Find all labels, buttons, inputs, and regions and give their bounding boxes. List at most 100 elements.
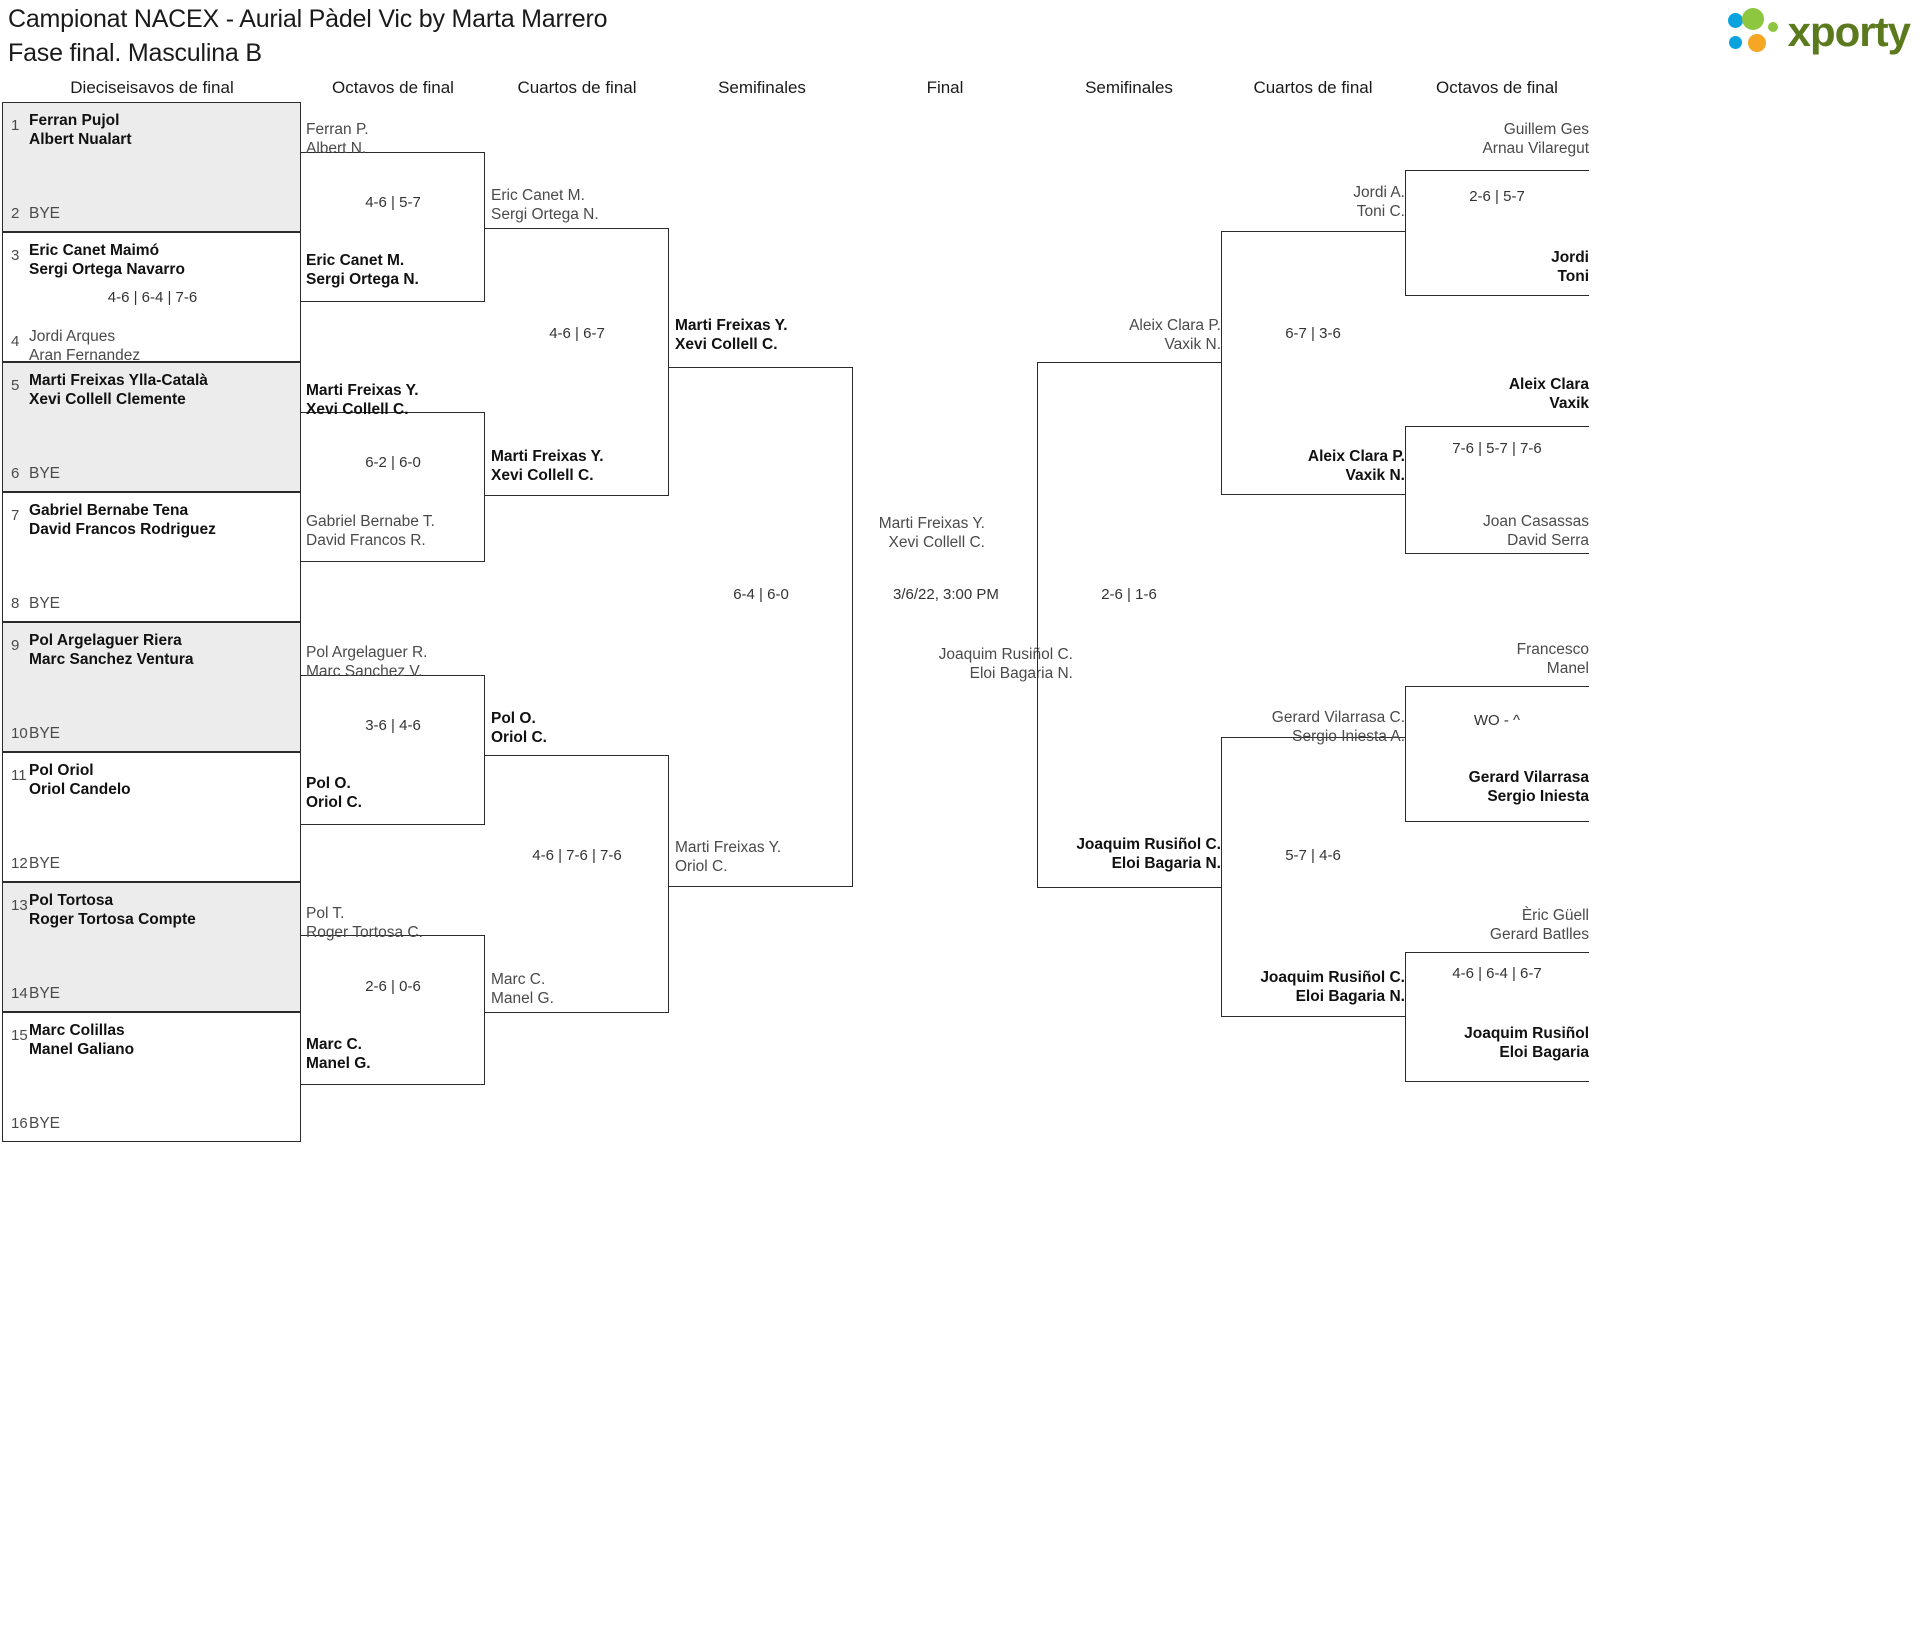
seed-number: 13: [11, 897, 28, 914]
right-cuartos-box-1[interactable]: [1221, 231, 1405, 495]
right-octavos-score-4: 4-6 | 6-4 | 6-7: [1452, 965, 1542, 982]
right-cuartos-team-3: Gerard Vilarrasa C.Sergio Iniesta A.: [1271, 709, 1405, 745]
right-octavos-score-2: 7-6 | 5-7 | 7-6: [1452, 440, 1542, 457]
seed-number: 9: [11, 637, 20, 654]
seed-number: 8: [11, 595, 20, 612]
right-cuartos-score-2: 5-7 | 4-6: [1285, 847, 1341, 864]
right-octavos-score-1: 2-6 | 5-7: [1469, 188, 1525, 205]
round-header-cuartos-right: Cuartos de final: [1253, 78, 1373, 97]
title-line-2: Fase final. Masculina B: [8, 39, 262, 67]
seed-number: 6: [11, 465, 20, 482]
right-octavos-box-4[interactable]: [1405, 952, 1589, 1082]
left-semifinales-score-1: 6-4 | 6-0: [733, 586, 789, 603]
seed-number: 11: [11, 767, 27, 784]
right-cuartos-team-2: Aleix Clara P.Vaxik N.: [1307, 448, 1405, 484]
left-cuartos-score-1: 4-6 | 6-7: [549, 325, 605, 342]
xporty-dots-icon: [1727, 8, 1782, 56]
left-cuartos-team-4: Marc C.Manel G.: [491, 971, 554, 1007]
left-octavos-box-4[interactable]: [301, 935, 485, 1085]
right-octavos-box-1[interactable]: [1405, 170, 1589, 296]
left-cuartos-box-2[interactable]: [485, 755, 669, 1013]
seed-number: 12: [11, 855, 28, 872]
left-octavos-team-8: Marc C.Manel G.: [306, 1036, 371, 1072]
round-header-cuartos-left: Cuartos de final: [517, 78, 637, 97]
left-octavos-box-2[interactable]: [301, 412, 485, 562]
right-cuartos-box-2[interactable]: [1221, 737, 1405, 1017]
title-line-1: Campionat NACEX - Aurial Pàdel Vic by Ma…: [8, 5, 608, 33]
round-header-semifinales-right: Semifinales: [1085, 78, 1173, 97]
final-team-bottom: Joaquim Rusiñol C.Eloi Bagaria N.: [938, 646, 1073, 682]
seed-number: 14: [11, 985, 28, 1002]
xporty-logo: xporty: [1727, 4, 1911, 60]
right-octavos-box-2[interactable]: [1405, 426, 1589, 554]
left-octavos-team-1: Ferran P.Albert N.: [306, 121, 369, 157]
seed-number: 16: [11, 1115, 28, 1132]
left-octavos-team-5: Pol Argelaguer R.Marc Sanchez V.: [306, 644, 428, 680]
round-header-semifinales-left: Semifinales: [718, 78, 806, 97]
left-cuartos-team-2: Marti Freixas Y.Xevi Collell C.: [491, 448, 604, 484]
left-octavos-box-1[interactable]: [301, 152, 485, 302]
round-header-octavos-left: Octavos de final: [332, 78, 454, 97]
seed-number: 1: [11, 117, 20, 134]
seed-bye-label: BYE: [29, 1115, 61, 1132]
left-octavos-team-4: Gabriel Bernabe T.David Francos R.: [306, 513, 435, 549]
left-octavos-score-2: 6-2 | 6-0: [365, 454, 421, 471]
right-semifinales-box-1[interactable]: [1037, 362, 1221, 888]
seed-bye-label: BYE: [29, 595, 61, 612]
left-octavos-score-3: 3-6 | 4-6: [365, 717, 421, 734]
seed-number: 2: [11, 205, 20, 222]
left-cuartos-score-2: 4-6 | 7-6 | 7-6: [532, 847, 622, 864]
left-semifinales-box-1[interactable]: [669, 367, 853, 887]
right-cuartos-score-1: 6-7 | 3-6: [1285, 325, 1341, 342]
left-cuartos-team-3: Pol O.Oriol C.: [491, 710, 547, 746]
right-semifinales-score-1: 2-6 | 1-6: [1101, 586, 1157, 603]
left-cuartos-box-1[interactable]: [485, 228, 669, 496]
right-semifinales-team-1: Aleix Clara P.Vaxik N.: [1129, 317, 1221, 353]
seed-number: 15: [11, 1027, 28, 1044]
seed-number: 3: [11, 247, 20, 264]
seed-number: 4: [11, 333, 20, 350]
seed-bye-label: BYE: [29, 725, 61, 742]
left-octavos-team-6: Pol O.Oriol C.: [306, 775, 362, 811]
right-octavos-box-3[interactable]: [1405, 686, 1589, 822]
left-cuartos-team-1: Eric Canet M.Sergi Ortega N.: [491, 187, 599, 223]
seed-bye-label: BYE: [29, 465, 61, 482]
left-octavos-box-3[interactable]: [301, 675, 485, 825]
seed-number: 5: [11, 377, 20, 394]
round-header-final: Final: [926, 78, 964, 97]
xporty-wordmark: xporty: [1787, 8, 1911, 55]
seed-match-score: 4-6 | 6-4 | 7-6: [107, 289, 198, 306]
left-octavos-team-2: Eric Canet M.Sergi Ortega N.: [306, 252, 419, 288]
left-octavos-score-4: 2-6 | 0-6: [365, 978, 421, 995]
right-semifinales-team-2: Joaquim Rusiñol C.Eloi Bagaria N.: [1076, 836, 1221, 872]
left-semifinales-team-2: Marti Freixas Y.Oriol C.: [675, 839, 782, 875]
left-octavos-team-3: Marti Freixas Y.Xevi Collell C.: [306, 382, 419, 418]
left-octavos-team-7: Pol T.Roger Tortosa C.: [306, 905, 423, 941]
seed-number: 7: [11, 507, 20, 524]
seed-bye-label: BYE: [29, 205, 61, 222]
